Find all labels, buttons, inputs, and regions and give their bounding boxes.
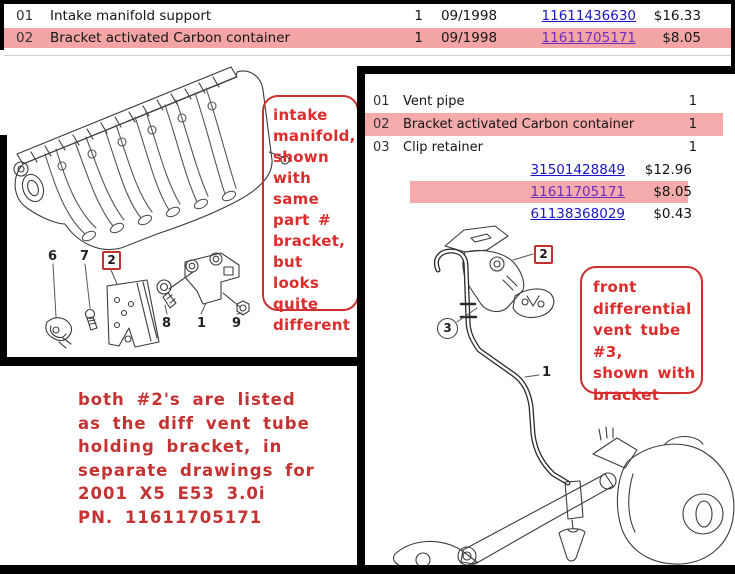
annotation-line: intake	[273, 106, 328, 124]
part-price: $8.05	[662, 30, 701, 46]
annotation-line: but looks	[273, 253, 320, 292]
leader-lines	[52, 263, 243, 318]
frame-top	[0, 0, 735, 4]
part-name: Vent pipe	[403, 94, 465, 109]
part-price-row-highlighted: 11611705171 $8.05	[365, 181, 735, 203]
part-label-1: 1	[197, 316, 207, 331]
frame-bottom	[0, 565, 735, 574]
frame-divider-bar	[0, 357, 362, 366]
annotation-line: quite	[273, 295, 319, 313]
part-price-row: 61138368029 $0.43	[365, 203, 735, 225]
nut-part	[236, 300, 250, 316]
intake-diagram-pane: 6 7 2 8 1 9 intake manifold, shown with …	[7, 56, 359, 359]
clamp-part	[45, 317, 73, 349]
row-ref: 03	[373, 140, 390, 155]
part-label-8: 8	[162, 316, 172, 331]
tube-sleeve	[558, 480, 586, 562]
row-ref: 01	[373, 94, 390, 109]
note-line: separate drawings for	[78, 460, 315, 480]
panel-parts-table: 01 Vent pipe 1 02 Bracket activated Carb…	[365, 90, 735, 225]
table-row-highlighted: 02 Bracket activated Carbon container 1	[365, 113, 723, 136]
part-date: 09/1998	[440, 8, 498, 24]
part-qty: 1	[414, 30, 423, 46]
bracket-plate-part	[106, 279, 160, 348]
annotation-line: with same	[273, 169, 320, 208]
bracket-part	[168, 252, 241, 308]
part-price-row: 31501428849 $12.96	[365, 159, 735, 181]
annotation-front-differential: front differential vent tube #3, shown w…	[580, 266, 703, 404]
fuel-rail	[13, 66, 238, 177]
frame-left-top	[0, 0, 4, 50]
annotation-line: shown	[273, 148, 329, 166]
part-label-9: 9	[232, 316, 242, 331]
screw-part	[84, 308, 98, 331]
part-name: Bracket activated Carbon container	[403, 117, 635, 132]
row-ref: 02	[373, 117, 390, 132]
note-line: holding bracket, in	[78, 437, 283, 456]
annotation-line: part #	[273, 211, 332, 229]
part-number-link[interactable]: 11611705171	[530, 184, 625, 200]
note-line: 2001 X5 E53 3.0i	[78, 484, 266, 503]
part-qty: 1	[688, 140, 697, 155]
frame-right-top	[731, 0, 735, 66]
part-label-1: 1	[542, 365, 552, 380]
top-parts-table: 01 Intake manifold support 1 09/1998 116…	[4, 4, 731, 56]
part-label-7: 7	[80, 249, 90, 264]
frame-left-diagram	[0, 135, 7, 366]
part-price: $16.33	[653, 8, 701, 24]
part-number-link[interactable]: 61138368029	[530, 206, 625, 222]
row-ref: 01	[16, 8, 34, 24]
vent-tube	[434, 248, 571, 486]
part-number-link[interactable]: 11611436630	[541, 8, 636, 24]
part-label-6: 6	[48, 249, 58, 264]
annotation-intake-manifold: intake manifold, shown with same part # …	[262, 95, 359, 334]
table-row-highlighted: 02 Bracket activated Carbon container 1 …	[4, 28, 731, 48]
annotation-line: differential	[593, 299, 692, 318]
annotation-line: bracket,	[273, 232, 346, 250]
note-line: as the diff vent tube	[78, 413, 310, 433]
bolt-part	[156, 279, 177, 309]
part-qty: 1	[414, 8, 423, 24]
part-price: $8.05	[653, 184, 692, 200]
table-divider	[4, 55, 731, 56]
right-panel-content: 01 Vent pipe 1 02 Bracket activated Carb…	[365, 74, 735, 566]
right-parts-panel: 01 Vent pipe 1 02 Bracket activated Carb…	[357, 66, 735, 574]
part-price: $0.43	[653, 206, 692, 222]
annotation-line: manifold,	[273, 127, 356, 145]
differential-housing	[592, 426, 735, 565]
manifold-runners	[44, 87, 237, 242]
highlighted-part-label-2: 2	[534, 245, 553, 264]
annotation-line: front	[593, 278, 637, 296]
part-name: Intake manifold support	[50, 8, 212, 24]
annotation-bottom-note: both #2's are listed as the diff vent tu…	[78, 388, 315, 529]
table-row: 01 Vent pipe 1	[365, 90, 723, 113]
note-line: both #2's are listed	[78, 390, 296, 409]
part-name: Bracket activated Carbon container	[50, 30, 291, 46]
note-line: PN. 11611705171	[78, 507, 263, 527]
annotation-line: shown with	[593, 364, 696, 382]
annotation-line: different	[273, 316, 351, 334]
annotation-line: vent tube #3,	[593, 321, 681, 361]
part-name: Clip retainer	[403, 140, 483, 155]
annotation-line: bracket	[593, 385, 660, 404]
table-row: 01 Intake manifold support 1 09/1998 116…	[4, 6, 731, 26]
axle-arm	[392, 472, 617, 566]
table-row: 03 Clip retainer 1	[365, 136, 723, 159]
highlighted-part-label-2: 2	[102, 251, 121, 270]
highlight-band	[410, 181, 688, 203]
vent-tube-drawing	[392, 225, 735, 566]
part-price: $12.96	[644, 162, 692, 178]
leader-lines	[456, 253, 540, 378]
part-label-3: 3	[437, 318, 458, 339]
row-ref: 02	[16, 30, 34, 46]
manifold-body	[14, 70, 290, 251]
part-qty: 1	[688, 94, 697, 109]
part-number-link[interactable]: 11611705171	[541, 30, 636, 46]
intake-manifold-drawing	[13, 66, 290, 349]
part-number-link[interactable]: 31501428849	[530, 162, 625, 178]
part-qty: 1	[688, 117, 697, 132]
part-date: 09/1998	[440, 30, 498, 46]
